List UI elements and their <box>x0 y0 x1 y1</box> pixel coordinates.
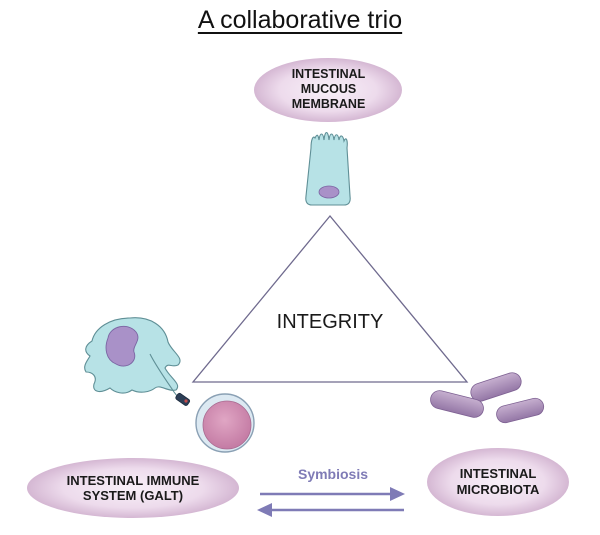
epithelial-nucleus <box>318 185 340 199</box>
arrow-right-head <box>390 487 405 501</box>
integrity-triangle <box>191 214 469 383</box>
lymphocyte-icon <box>195 393 255 453</box>
symbiosis-label: Symbiosis <box>297 466 369 482</box>
oval-mucous-shape <box>254 58 402 122</box>
epithelial-cell-icon <box>305 131 351 206</box>
arrow-left-head <box>257 503 272 517</box>
node-microbiota: INTESTINAL MICROBIOTA <box>427 448 569 515</box>
galt-label-line2: SYSTEM (GALT) <box>82 488 184 503</box>
microbiota-label-line2: MICROBIOTA <box>456 481 540 497</box>
oval-galt-shape <box>27 458 239 518</box>
oval-microbiota-shape <box>427 448 569 516</box>
symbiosis-arrows <box>257 487 405 517</box>
mucous-label-line1: INTESTINAL <box>291 67 366 82</box>
mucous-label-line2: MUCOUS <box>300 82 357 97</box>
integrity-label: INTEGRITY <box>276 311 384 333</box>
receptor-icon <box>175 392 191 406</box>
node-mucous-membrane: INTESTINAL MUCOUS MEMBRANE <box>255 58 402 121</box>
immune-cell-icon <box>84 317 191 406</box>
diagram-title: A collaborative trio <box>197 6 403 34</box>
galt-label-line1: INTESTINAL IMMUNE <box>66 472 200 488</box>
mucous-label-line3: MEMBRANE <box>291 96 366 111</box>
microbiota-label-line1: INTESTINAL <box>459 466 537 482</box>
bacteria-icon <box>430 372 545 424</box>
node-immune-system: INTESTINAL IMMUNE SYSTEM (GALT) <box>27 458 239 518</box>
